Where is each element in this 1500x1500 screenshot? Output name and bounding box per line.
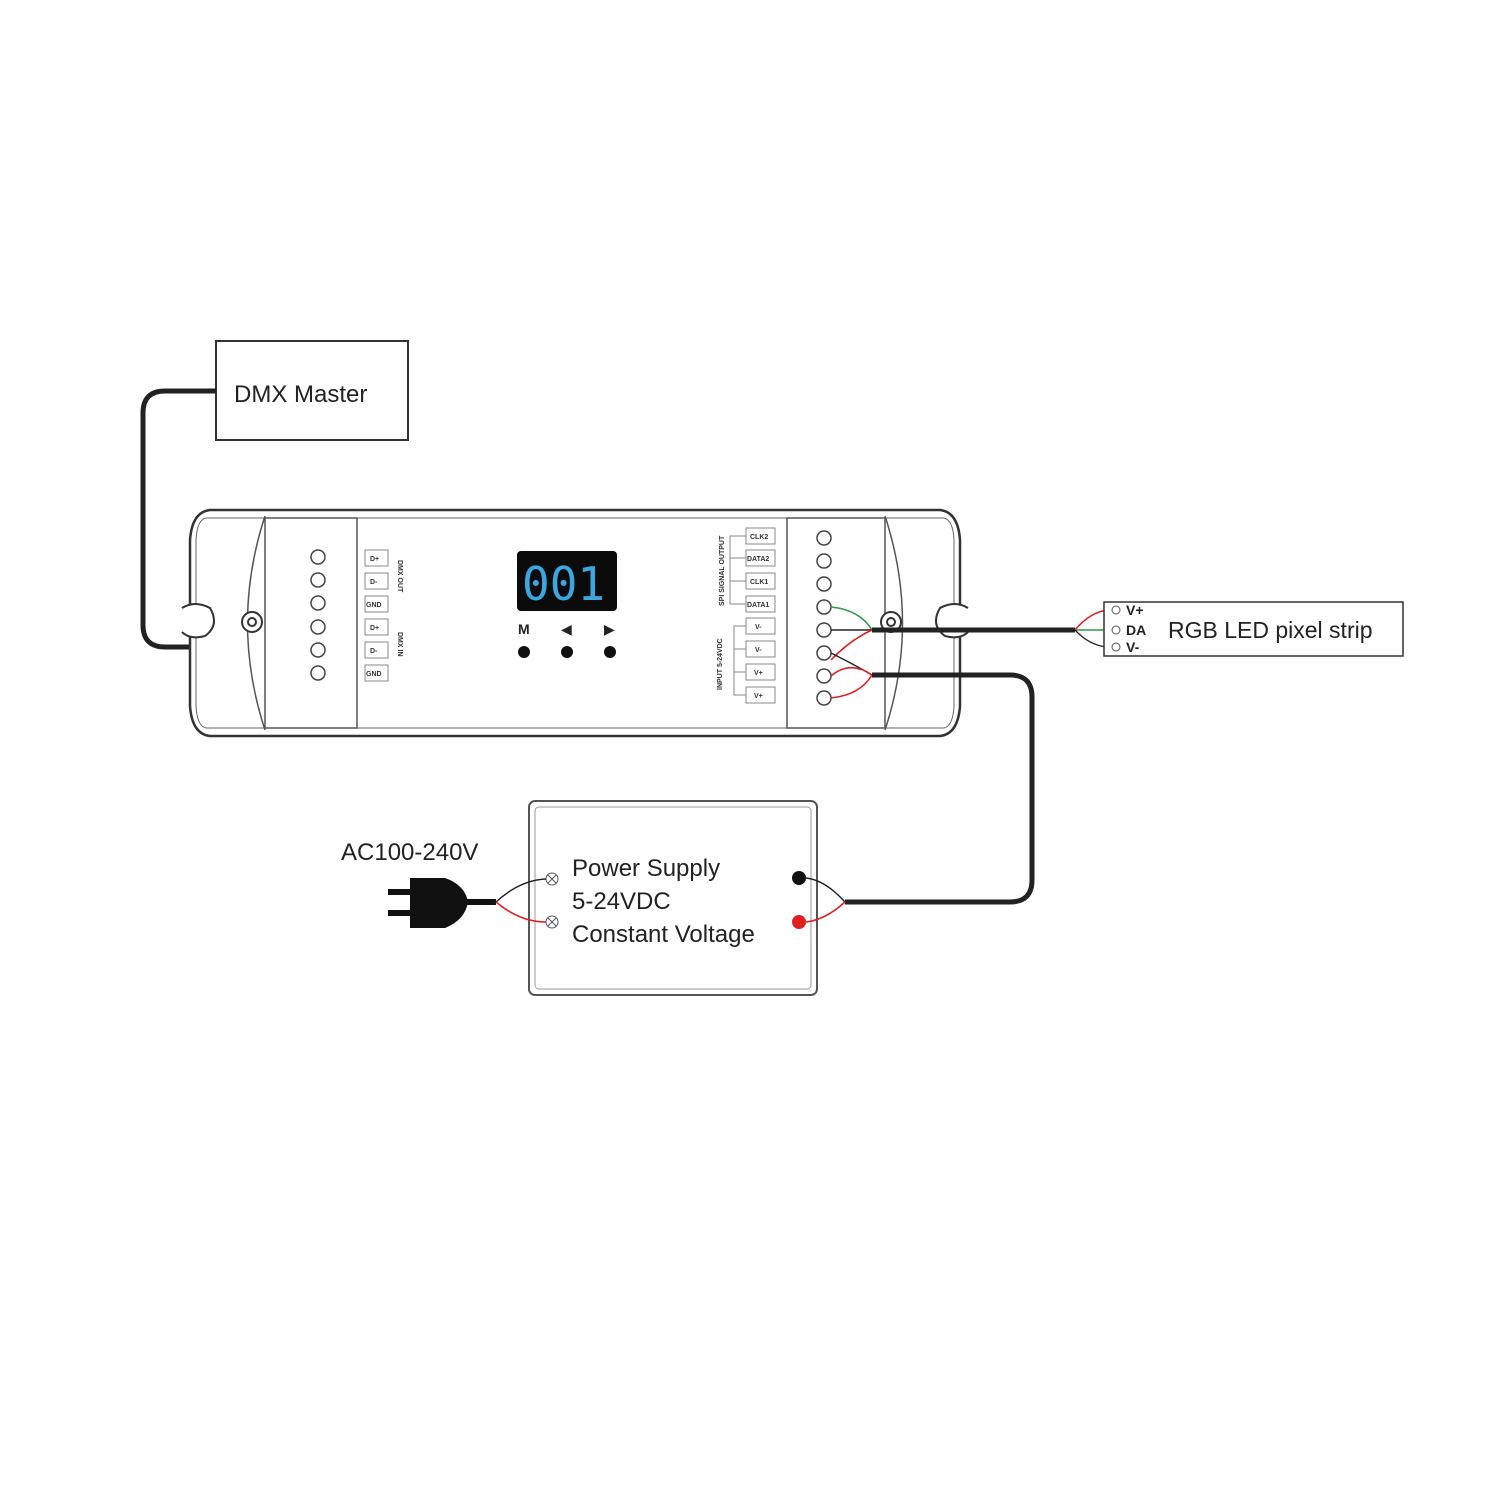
dmx-out-gnd: GND xyxy=(366,602,382,609)
spi-data2: DATA2 xyxy=(747,556,769,563)
dmx-in-group-label: DMX IN xyxy=(396,632,403,657)
left-terminal-block xyxy=(310,549,326,681)
input-group-label: INPUT 5-24VDC xyxy=(717,638,724,690)
dmx-out-group-label: DMX OUT xyxy=(396,560,403,593)
left-button[interactable] xyxy=(561,646,573,658)
control-buttons: M ◀ ▶ xyxy=(518,621,616,658)
strip-pin-da: DA xyxy=(1126,622,1146,638)
spi-output-labels: CLK2 DATA2 CLK1 DATA1 SPI SIGNAL OUTPUT xyxy=(719,527,776,613)
input-v-plus-1: V+ xyxy=(754,670,763,677)
psu-line3: Constant Voltage xyxy=(572,921,755,948)
spi-group-label: SPI SIGNAL OUTPUT xyxy=(719,535,726,606)
dmx-master-label: DMX Master xyxy=(234,381,367,408)
psu-line1: Power Supply xyxy=(572,855,720,882)
psu-dc-positive xyxy=(792,915,806,929)
psu-dc-negative xyxy=(792,871,806,885)
psu-line2: 5-24VDC xyxy=(572,888,671,915)
dmx-out-d-minus: D- xyxy=(370,579,378,586)
dmx-out-labels: D+ D- GND DMX OUT xyxy=(364,549,403,613)
dmx-in-labels: D+ D- GND DMX IN xyxy=(364,618,403,682)
led-strip: V+ DA V- RGB LED pixel strip xyxy=(1103,601,1404,657)
mode-button[interactable] xyxy=(518,646,530,658)
spi-data1: DATA1 xyxy=(747,602,769,609)
dmx-master-box: DMX Master xyxy=(215,340,409,441)
dmx-out-d-plus: D+ xyxy=(370,556,379,563)
spi-clk1: CLK1 xyxy=(750,579,768,586)
input-v-plus-2: V+ xyxy=(754,693,763,700)
input-wire-red-1 xyxy=(830,666,873,677)
input-labels: V- V- V+ V+ INPUT 5-24VDC xyxy=(717,617,776,704)
input-v-minus-2: V- xyxy=(755,647,762,654)
dmx-in-d-plus: D+ xyxy=(370,625,379,632)
dmx-in-gnd: GND xyxy=(366,671,382,678)
strip-pin-v-plus: V+ xyxy=(1126,602,1144,618)
controller-body xyxy=(181,508,969,738)
strip-wire-green xyxy=(830,606,873,631)
spi-clk2: CLK2 xyxy=(750,534,768,541)
mount-screw-left xyxy=(241,611,263,633)
mains-voltage-label: AC100-240V xyxy=(341,839,478,866)
left-button-label: ◀ xyxy=(561,621,572,637)
led-display: 001 xyxy=(517,551,617,611)
dmx-cable xyxy=(140,388,272,650)
strip-pin-v-minus: V- xyxy=(1126,639,1140,655)
mode-button-label: M xyxy=(518,621,530,637)
dmx-in-d-minus: D- xyxy=(370,648,378,655)
strip-wire-red xyxy=(830,629,873,661)
input-wire-red-2 xyxy=(830,674,873,699)
right-button[interactable] xyxy=(604,646,616,658)
right-button-label: ▶ xyxy=(604,621,615,637)
power-supply-box: Power Supply 5-24VDC Constant Voltage xyxy=(528,800,846,996)
psu-output-cable xyxy=(845,672,1035,905)
mains-plug: AC100-240V xyxy=(341,839,547,928)
display-value: 001 xyxy=(522,557,605,611)
led-strip-label: RGB LED pixel strip xyxy=(1168,617,1373,643)
input-v-minus-1: V- xyxy=(755,624,762,631)
